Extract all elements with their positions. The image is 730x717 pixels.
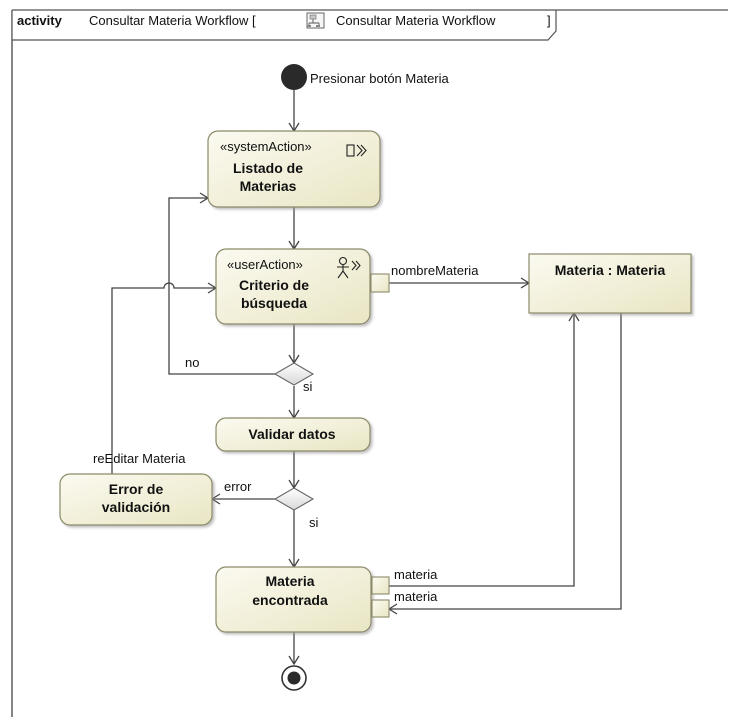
- validar-label: Validar datos: [248, 426, 335, 442]
- object-node-label: Materia : Materia: [555, 262, 666, 278]
- frame-keyword: activity: [17, 13, 63, 28]
- action-listado-materias[interactable]: [207, 130, 381, 208]
- edge-label-materia-in: materia: [394, 589, 438, 604]
- edge-label-no: no: [185, 355, 199, 370]
- edge-label-si-2: si: [309, 515, 319, 530]
- flow-no-loop: [168, 197, 276, 375]
- frame-diagram-name: Consultar Materia Workflow: [336, 13, 496, 28]
- user-action-icon: [337, 256, 361, 279]
- flow-materia-out: [389, 313, 575, 587]
- encontrada-label-line2: encontrada: [252, 592, 328, 608]
- system-action-icon: [346, 144, 367, 157]
- action-validar-datos[interactable]: [215, 417, 371, 452]
- encontrada-label-line1: Materia: [265, 573, 314, 589]
- criterio-label-line2: búsqueda: [241, 295, 307, 311]
- input-pin-materia[interactable]: [371, 599, 390, 618]
- edge-label-materia-out: materia: [394, 567, 438, 582]
- frame-title: Consultar Materia Workflow [: [89, 13, 256, 28]
- edge-label-error: error: [224, 479, 252, 494]
- diagram-frame: [11, 9, 728, 717]
- listado-stereotype: «systemAction»: [220, 139, 312, 154]
- frame-close-bracket: ]: [547, 13, 551, 28]
- object-flows: [387, 277, 622, 615]
- activity-final-node[interactable]: [281, 665, 307, 691]
- listado-label-line2: Materias: [240, 178, 297, 194]
- output-pin-nombre-materia[interactable]: [370, 273, 390, 293]
- decision-node-criterio[interactable]: [273, 362, 315, 386]
- criterio-stereotype: «userAction»: [227, 257, 303, 272]
- output-pin-materia[interactable]: [371, 576, 390, 595]
- edge-label-reeditar: reEditar Materia: [93, 451, 186, 466]
- criterio-label-line1: Criterio de: [239, 277, 309, 293]
- listado-label-line1: Listado de: [233, 160, 303, 176]
- action-criterio-busqueda[interactable]: [215, 248, 371, 325]
- control-flows: [111, 90, 300, 666]
- edge-label-si-1: si: [303, 379, 313, 394]
- frame-header: activity Consultar Materia Workflow [ Co…: [17, 12, 551, 29]
- object-node-materia[interactable]: [528, 253, 692, 314]
- decision-node-validacion[interactable]: [273, 487, 315, 511]
- flow-reeditar: [111, 282, 216, 474]
- edge-label-nombre-materia: nombreMateria: [391, 263, 479, 278]
- flow-materia-in: [389, 313, 622, 610]
- initial-node[interactable]: [281, 64, 307, 90]
- error-label-line2: validación: [102, 499, 170, 515]
- initial-node-label: Presionar botón Materia: [310, 71, 450, 86]
- activity-diagram-icon: [306, 12, 325, 29]
- action-error-validacion[interactable]: [59, 473, 213, 526]
- action-materia-encontrada[interactable]: [215, 566, 372, 633]
- error-label-line1: Error de: [109, 481, 164, 497]
